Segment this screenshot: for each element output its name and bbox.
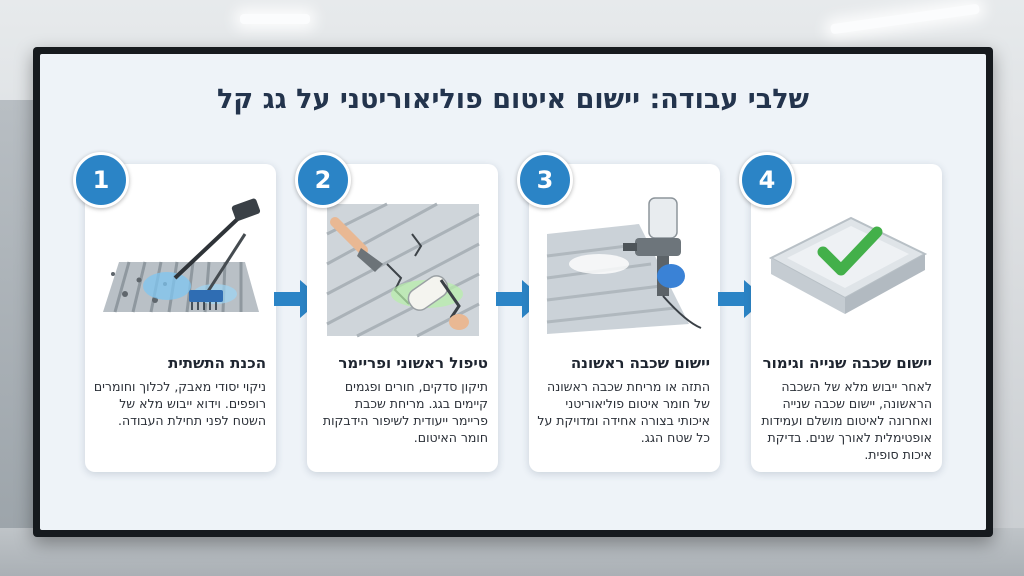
- step-title: הכנת התשתית: [168, 354, 266, 372]
- left-window: [0, 100, 36, 576]
- step-description: התזה או מריחת שכבה ראשונה של חומר איטום …: [537, 379, 710, 445]
- step-title: יישום שכבה שנייה וגימור: [762, 354, 932, 372]
- step-description: לאחר ייבוש מלא של השכבה הראשונה, יישום ש…: [761, 379, 932, 462]
- checkmark-icon: [768, 216, 928, 314]
- ceiling-light: [240, 14, 310, 24]
- step-title: טיפול ראשוני ופריימר: [338, 354, 488, 372]
- step-number-badge: 1: [73, 152, 129, 208]
- step-card-4: יישום שכבה שנייה וגימור לאחר ייבוש מלא ש…: [751, 164, 942, 472]
- paint-roller-icon: [326, 202, 480, 338]
- step-description: תיקון סדקים, חורים ופגמים קיימים בגג. מר…: [322, 379, 488, 445]
- pressure-washer-icon: [103, 198, 261, 313]
- spray-gun-icon: [546, 197, 702, 334]
- step-card-3: יישום שכבה ראשונה התזה או מריחת שכבה ראש…: [529, 164, 720, 472]
- step-number-badge: 3: [517, 152, 573, 208]
- step-number-badge: 4: [739, 152, 795, 208]
- step-number-badge: 2: [295, 152, 351, 208]
- step-description: ניקוי יסודי מאבק, לכלוך וחומרים רופפים. …: [93, 379, 266, 428]
- ceiling-light: [830, 3, 980, 35]
- infographic-screen: שלבי עבודה: יישום איטום פוליאוריטני על ג…: [40, 54, 986, 530]
- infographic-title: שלבי עבודה: יישום איטום פוליאוריטני על ג…: [216, 84, 810, 115]
- wall-monitor: שלבי עבודה: יישום איטום פוליאוריטני על ג…: [33, 47, 993, 537]
- step-card-1: הכנת התשתית ניקוי יסודי מאבק, לכלוך וחומ…: [85, 164, 276, 472]
- step-card-2: טיפול ראשוני ופריימר תיקון סדקים, חורים …: [307, 164, 498, 472]
- step-title: יישום שכבה ראשונה: [570, 354, 710, 372]
- right-wall: [988, 90, 1024, 576]
